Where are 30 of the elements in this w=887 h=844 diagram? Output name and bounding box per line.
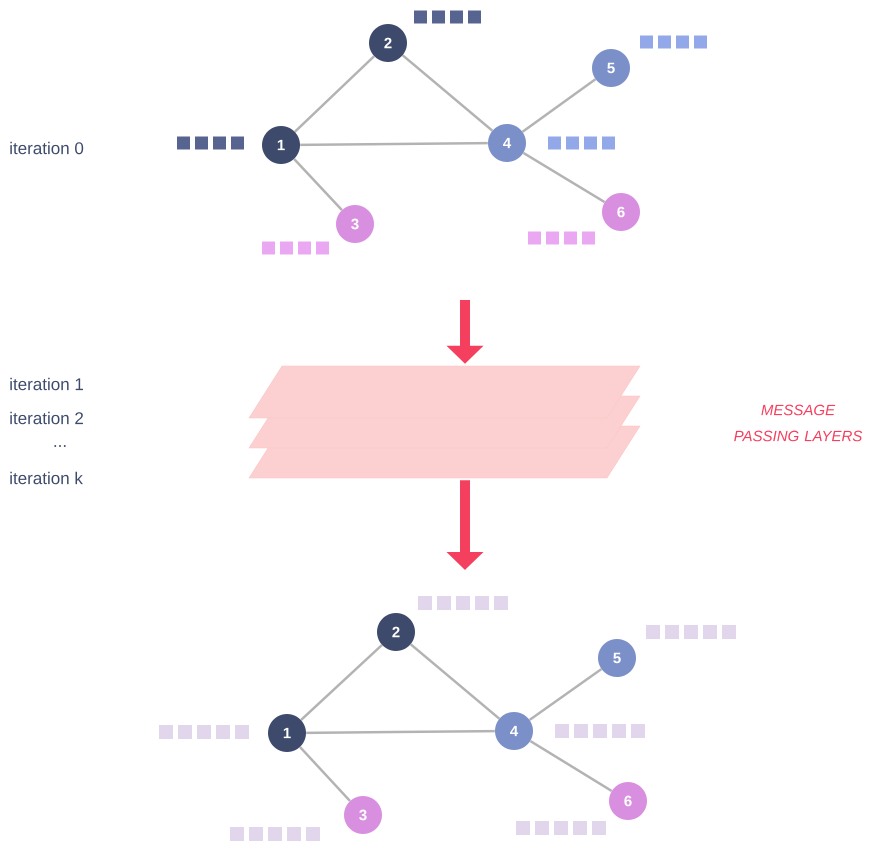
graph-edge: [294, 55, 375, 133]
iteration-label: iteration k: [10, 472, 83, 484]
graph-node: 2: [377, 613, 415, 651]
graph-edge: [522, 152, 606, 204]
graph-edge: [402, 54, 494, 132]
layer-caption: MESSAGE PASSING LAYERS: [734, 404, 862, 442]
graph-node: 5: [598, 639, 636, 677]
graph-node: 3: [344, 796, 382, 834]
graph-edge: [528, 668, 602, 721]
graph-node: 5: [592, 49, 630, 87]
graph-node: 1: [262, 126, 300, 164]
graph-edge: [522, 78, 596, 133]
graph-node: 1: [268, 714, 306, 752]
graph-node: 6: [609, 782, 647, 820]
graph-node: 4: [488, 124, 526, 162]
graph-edge: [410, 643, 500, 720]
graph-edge: [530, 740, 612, 792]
graph-node: 2: [369, 24, 407, 62]
graph-node: 3: [336, 205, 374, 243]
iteration-label: iteration 0: [10, 142, 84, 154]
graph-node: 4: [495, 712, 533, 750]
iteration-label: ...: [54, 445, 66, 447]
graph-node: 6: [602, 193, 640, 231]
graph-edge: [300, 142, 488, 146]
graph-edge: [293, 158, 343, 211]
iteration-label: iteration 1: [10, 378, 83, 390]
iteration-label: iteration 2: [10, 412, 83, 424]
graph-edge: [300, 644, 383, 721]
graph-edge: [306, 730, 495, 734]
graph-edge: [299, 746, 351, 802]
